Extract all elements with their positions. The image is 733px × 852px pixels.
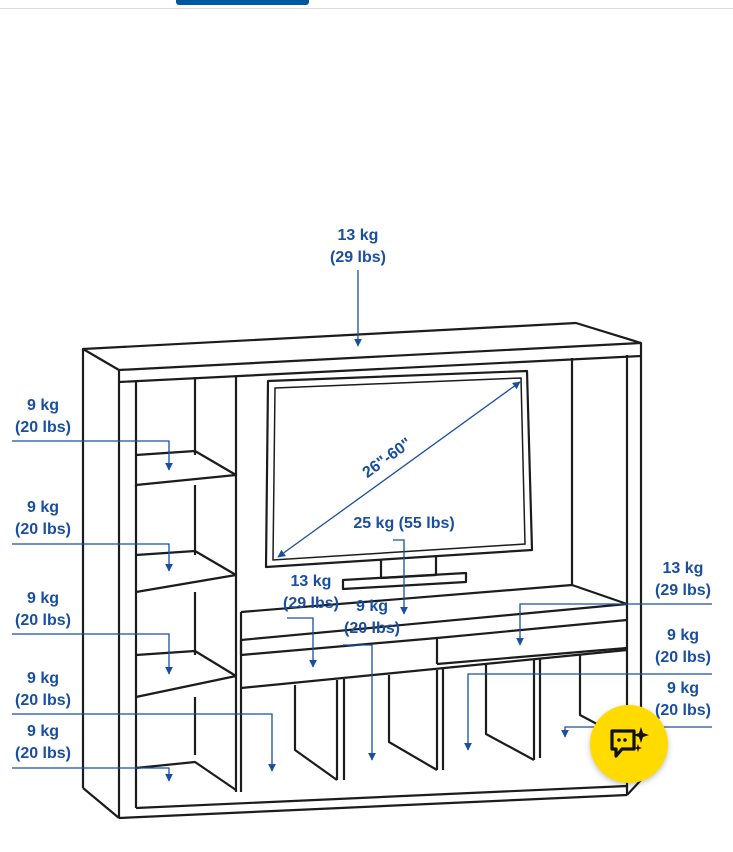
svg-text:(20 lbs): (20 lbs) bbox=[15, 612, 71, 629]
svg-text:(29 lbs): (29 lbs) bbox=[655, 582, 711, 599]
label-tv-size: 26"-60" bbox=[360, 435, 415, 482]
svg-text:(20 lbs): (20 lbs) bbox=[655, 649, 711, 666]
svg-text:(20 lbs): (20 lbs) bbox=[655, 702, 711, 719]
svg-text:9 kg: 9 kg bbox=[356, 598, 388, 615]
svg-text:9 kg: 9 kg bbox=[27, 670, 59, 687]
label-right-3: 9 kg (20 lbs) bbox=[655, 680, 711, 719]
svg-text:(29 lbs): (29 lbs) bbox=[330, 249, 386, 266]
svg-text:(29 lbs): (29 lbs) bbox=[283, 595, 339, 612]
tab-bar bbox=[0, 0, 733, 9]
svg-text:13 kg: 13 kg bbox=[663, 560, 704, 577]
svg-text:(20 lbs): (20 lbs) bbox=[344, 620, 400, 637]
label-left-4: 9 kg (20 lbs) bbox=[15, 670, 71, 709]
label-tv-weight: 25 kg (55 lbs) bbox=[353, 515, 454, 532]
label-left-1: 9 kg (20 lbs) bbox=[15, 397, 71, 436]
svg-text:9 kg: 9 kg bbox=[667, 627, 699, 644]
svg-text:9 kg: 9 kg bbox=[27, 397, 59, 414]
label-right-2: 9 kg (20 lbs) bbox=[655, 627, 711, 666]
leader-lines bbox=[12, 270, 712, 782]
label-mid-center: 9 kg (20 lbs) bbox=[344, 598, 400, 637]
svg-text:(20 lbs): (20 lbs) bbox=[15, 745, 71, 762]
svg-text:13 kg: 13 kg bbox=[338, 227, 379, 244]
chat-sparkle-icon bbox=[610, 727, 649, 758]
svg-text:(20 lbs): (20 lbs) bbox=[15, 521, 71, 538]
label-right-1: 13 kg (29 lbs) bbox=[655, 560, 711, 599]
chat-assistant-button[interactable] bbox=[590, 705, 668, 783]
active-tab-indicator bbox=[176, 0, 309, 5]
svg-text:(20 lbs): (20 lbs) bbox=[15, 419, 71, 436]
furniture-drawing bbox=[81, 321, 643, 820]
label-mid-left: 13 kg (29 lbs) bbox=[283, 573, 339, 612]
label-left-2: 9 kg (20 lbs) bbox=[15, 499, 71, 538]
svg-text:9 kg: 9 kg bbox=[27, 723, 59, 740]
label-top: 13 kg (29 lbs) bbox=[330, 227, 386, 266]
label-left-5: 9 kg (20 lbs) bbox=[15, 723, 71, 762]
svg-text:9 kg: 9 kg bbox=[667, 680, 699, 697]
svg-text:9 kg: 9 kg bbox=[27, 499, 59, 516]
svg-text:9 kg: 9 kg bbox=[27, 590, 59, 607]
svg-text:13 kg: 13 kg bbox=[291, 573, 332, 590]
label-left-3: 9 kg (20 lbs) bbox=[15, 590, 71, 629]
svg-text:(20 lbs): (20 lbs) bbox=[15, 692, 71, 709]
tv-size-arrow bbox=[277, 381, 521, 558]
